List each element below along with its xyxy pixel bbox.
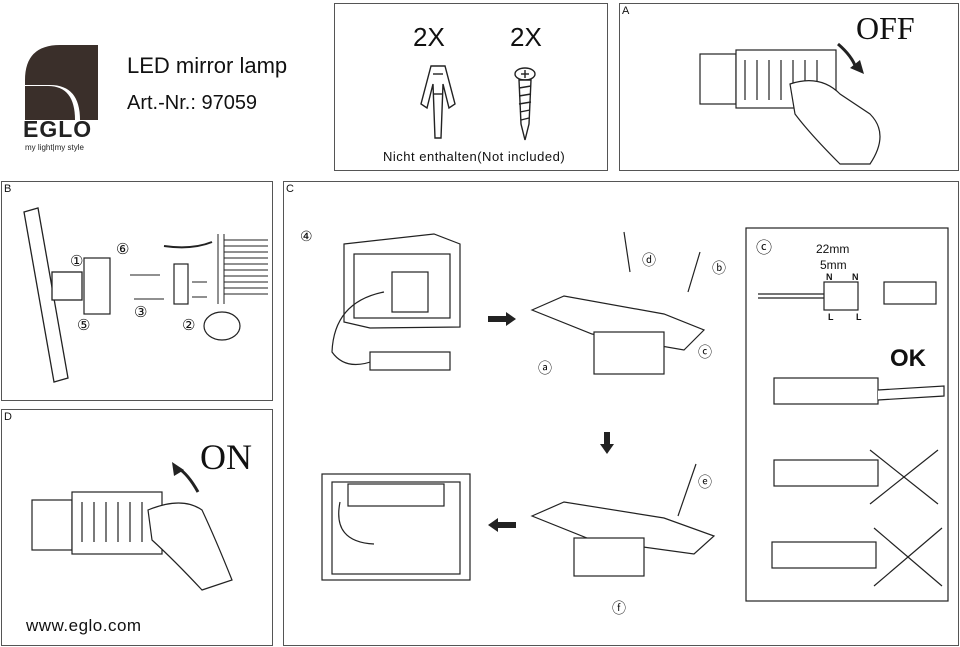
flow-arrows-icon	[488, 312, 614, 532]
marker-f: ⓕ	[612, 600, 626, 616]
parts-box: 2X 2X Nicht enthalten(Not included)	[334, 3, 608, 171]
mirror-lamp-icon	[23, 207, 83, 383]
ok-connection-icon	[773, 377, 945, 405]
brand-name: EGLO	[23, 116, 93, 142]
marker-b: ⓑ	[712, 260, 726, 276]
marker-1: ①	[70, 253, 84, 270]
marker-c: ⓒ	[698, 344, 712, 360]
hand-off-icon	[789, 80, 881, 165]
detail-box	[745, 227, 949, 602]
lamp-housing-closed-icon	[321, 473, 471, 581]
dim-5mm: 5mm	[820, 258, 847, 272]
terminal-l2: L	[856, 312, 862, 322]
step-b-panel: B ① ⑥ ③ ② ⑤	[1, 181, 273, 401]
lamp-housing-icon	[331, 233, 461, 371]
marker-2: ②	[182, 317, 196, 334]
step-d-letter: D	[4, 411, 12, 423]
anchor-quantity: 2X	[413, 22, 445, 52]
screw-quantity: 2X	[510, 22, 542, 52]
marker-3: ③	[134, 304, 148, 321]
wrong-connection-2-icon	[771, 527, 943, 587]
wall-icon	[163, 234, 268, 304]
step-4-marker: ④	[300, 228, 313, 244]
step-a-letter: A	[622, 5, 630, 17]
step-c-letter: C	[286, 183, 294, 195]
product-title: LED mirror lamp	[127, 53, 288, 78]
terminal-block-open-icon	[530, 231, 706, 375]
mounting-plate-icon	[83, 257, 189, 315]
on-arrowhead-icon	[172, 462, 184, 476]
step-a-panel: A OFF	[619, 3, 959, 171]
detail-marker: ⓒ	[756, 240, 773, 257]
off-arrow-icon	[837, 42, 858, 69]
marker-6: ⑥	[116, 241, 130, 258]
step-c-panel: C ④	[283, 181, 959, 646]
terminal-n2: N	[852, 272, 859, 282]
off-arrowhead-icon	[850, 60, 864, 74]
step-b-letter: B	[4, 183, 12, 195]
eglo-logo: EGLO my light|my style	[20, 40, 110, 155]
marker-5: ⑤	[77, 317, 91, 334]
terminal-l1: L	[828, 312, 834, 322]
wall-anchor-icon	[420, 65, 456, 139]
product-article: Art.-Nr.: 97059	[127, 92, 258, 114]
not-included-note: Nicht enthalten(Not included)	[383, 149, 566, 164]
screws-anchors-icon	[130, 274, 207, 300]
brand-tagline: my light|my style	[25, 143, 84, 152]
website: www.eglo.com	[26, 616, 142, 635]
hand-on-icon	[147, 502, 233, 591]
terminal-block-closed-icon	[530, 463, 716, 577]
marker-e: ⓔ	[698, 474, 712, 490]
dim-22mm: 22mm	[816, 242, 850, 256]
marker-d: ⓓ	[642, 252, 656, 268]
screw-icon	[514, 67, 536, 141]
wrong-connection-1-icon	[773, 449, 939, 505]
logo-mark-icon	[25, 45, 98, 120]
terminal-n1: N	[826, 272, 833, 282]
ok-label: OK	[890, 345, 926, 372]
anchor-detail-icon	[203, 311, 241, 341]
marker-a: ⓐ	[538, 360, 552, 376]
step-d-panel: D ON www.eglo.com	[1, 409, 273, 646]
breaker-panel-icon	[31, 491, 163, 555]
off-label: OFF	[856, 10, 915, 46]
on-label: ON	[200, 437, 252, 477]
wiring-detail-icon	[758, 281, 937, 311]
